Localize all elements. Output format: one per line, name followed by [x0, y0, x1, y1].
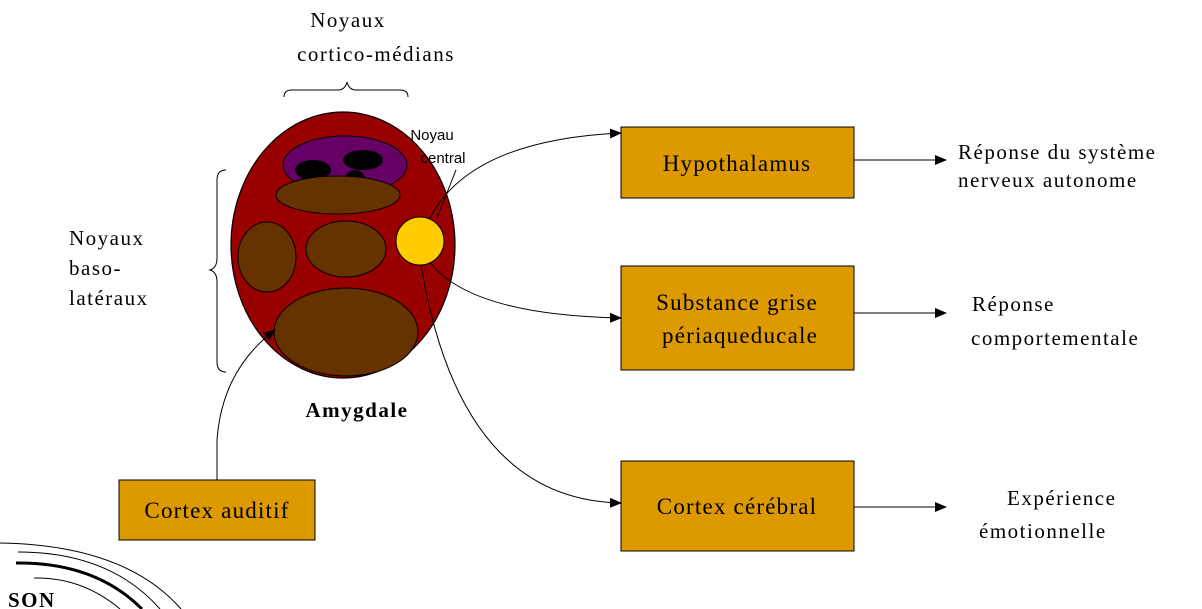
baso-label-line2: baso- [69, 256, 122, 280]
emotion-label-line2: émotionnelle [979, 519, 1107, 543]
emotion-label-line1: Expérience [1007, 486, 1116, 510]
autonome-label-line2: nerveux autonome [958, 168, 1138, 192]
arrow-to-hypothalamus [430, 133, 621, 218]
substance-label-line1: Substance grise [656, 290, 818, 315]
basolateral-nucleus-middle [306, 221, 386, 277]
basolateral-nucleus-bottom [274, 288, 418, 376]
substance-grise-box [621, 266, 854, 370]
comport-label-line1: Réponse [972, 292, 1055, 316]
central-label-line1: Noyau [410, 127, 453, 144]
arrow-auditif-to-amygdala [217, 330, 275, 480]
baso-label-line3: latéraux [69, 286, 149, 310]
basolateral-brace [210, 170, 226, 372]
cortico-label-line1: Noyaux [310, 8, 386, 32]
cortico-spot-2 [343, 150, 383, 170]
basolateral-nucleus-top [276, 176, 400, 214]
autonome-label-line1: Réponse du système [958, 140, 1156, 164]
cortex-cerebral-label: Cortex cérébral [657, 494, 817, 519]
central-nucleus [396, 217, 444, 265]
cortex-auditif-label: Cortex auditif [144, 498, 289, 523]
central-label-line2: central [420, 150, 465, 167]
amygdala-label: Amygdale [306, 398, 409, 422]
arrow-to-substance-grise [430, 262, 621, 318]
cortico-brace [284, 82, 408, 97]
baso-label-line1: Noyaux [69, 226, 145, 250]
substance-label-line2: périaqueducale [662, 323, 818, 348]
arrow-to-cortex-cerebral [421, 265, 621, 503]
cortico-label-line2: cortico-médians [297, 42, 455, 66]
son-label: SON [8, 588, 56, 609]
comport-label-line2: comportementale [971, 326, 1139, 350]
hypothalamus-label: Hypothalamus [663, 151, 812, 176]
basolateral-nucleus-left [238, 222, 296, 292]
